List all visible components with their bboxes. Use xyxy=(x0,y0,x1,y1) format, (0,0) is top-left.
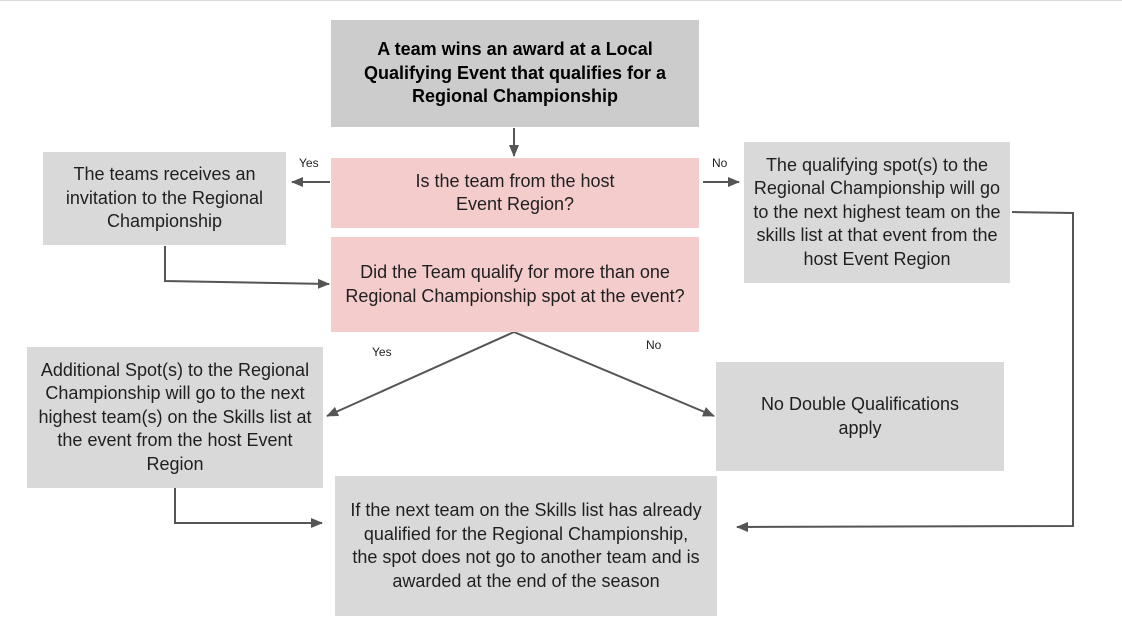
label-yes-multi: Yes xyxy=(372,345,392,359)
arrow-additional-to-final xyxy=(174,488,323,528)
decision-multiple-spots: Did the Team qualify for more than one R… xyxy=(331,237,699,332)
label-no-host: No xyxy=(712,156,728,170)
arrow-multi-yes xyxy=(326,331,515,417)
no-double-qualifications-node: No Double Qualifications apply xyxy=(716,362,1004,471)
arrow-multi-no xyxy=(513,331,715,417)
invitation-node: The teams receives an invitation to the … xyxy=(43,152,286,245)
start-node: A team wins an award at a Local Qualifyi… xyxy=(331,20,699,127)
label-no-multi: No xyxy=(646,338,662,352)
arrow-invite-to-multi xyxy=(164,246,330,289)
skills-list-host-node: The qualifying spot(s) to the Regional C… xyxy=(744,142,1010,283)
label-yes-host: Yes xyxy=(299,156,319,170)
top-divider xyxy=(0,0,1122,1)
additional-spots-node: Additional Spot(s) to the Regional Champ… xyxy=(27,347,323,488)
arrow-skills-to-final xyxy=(736,211,1074,532)
already-qualified-node: If the next team on the Skills list has … xyxy=(335,476,717,616)
decision-host-region: Is the team from the host Event Region? xyxy=(331,158,699,228)
